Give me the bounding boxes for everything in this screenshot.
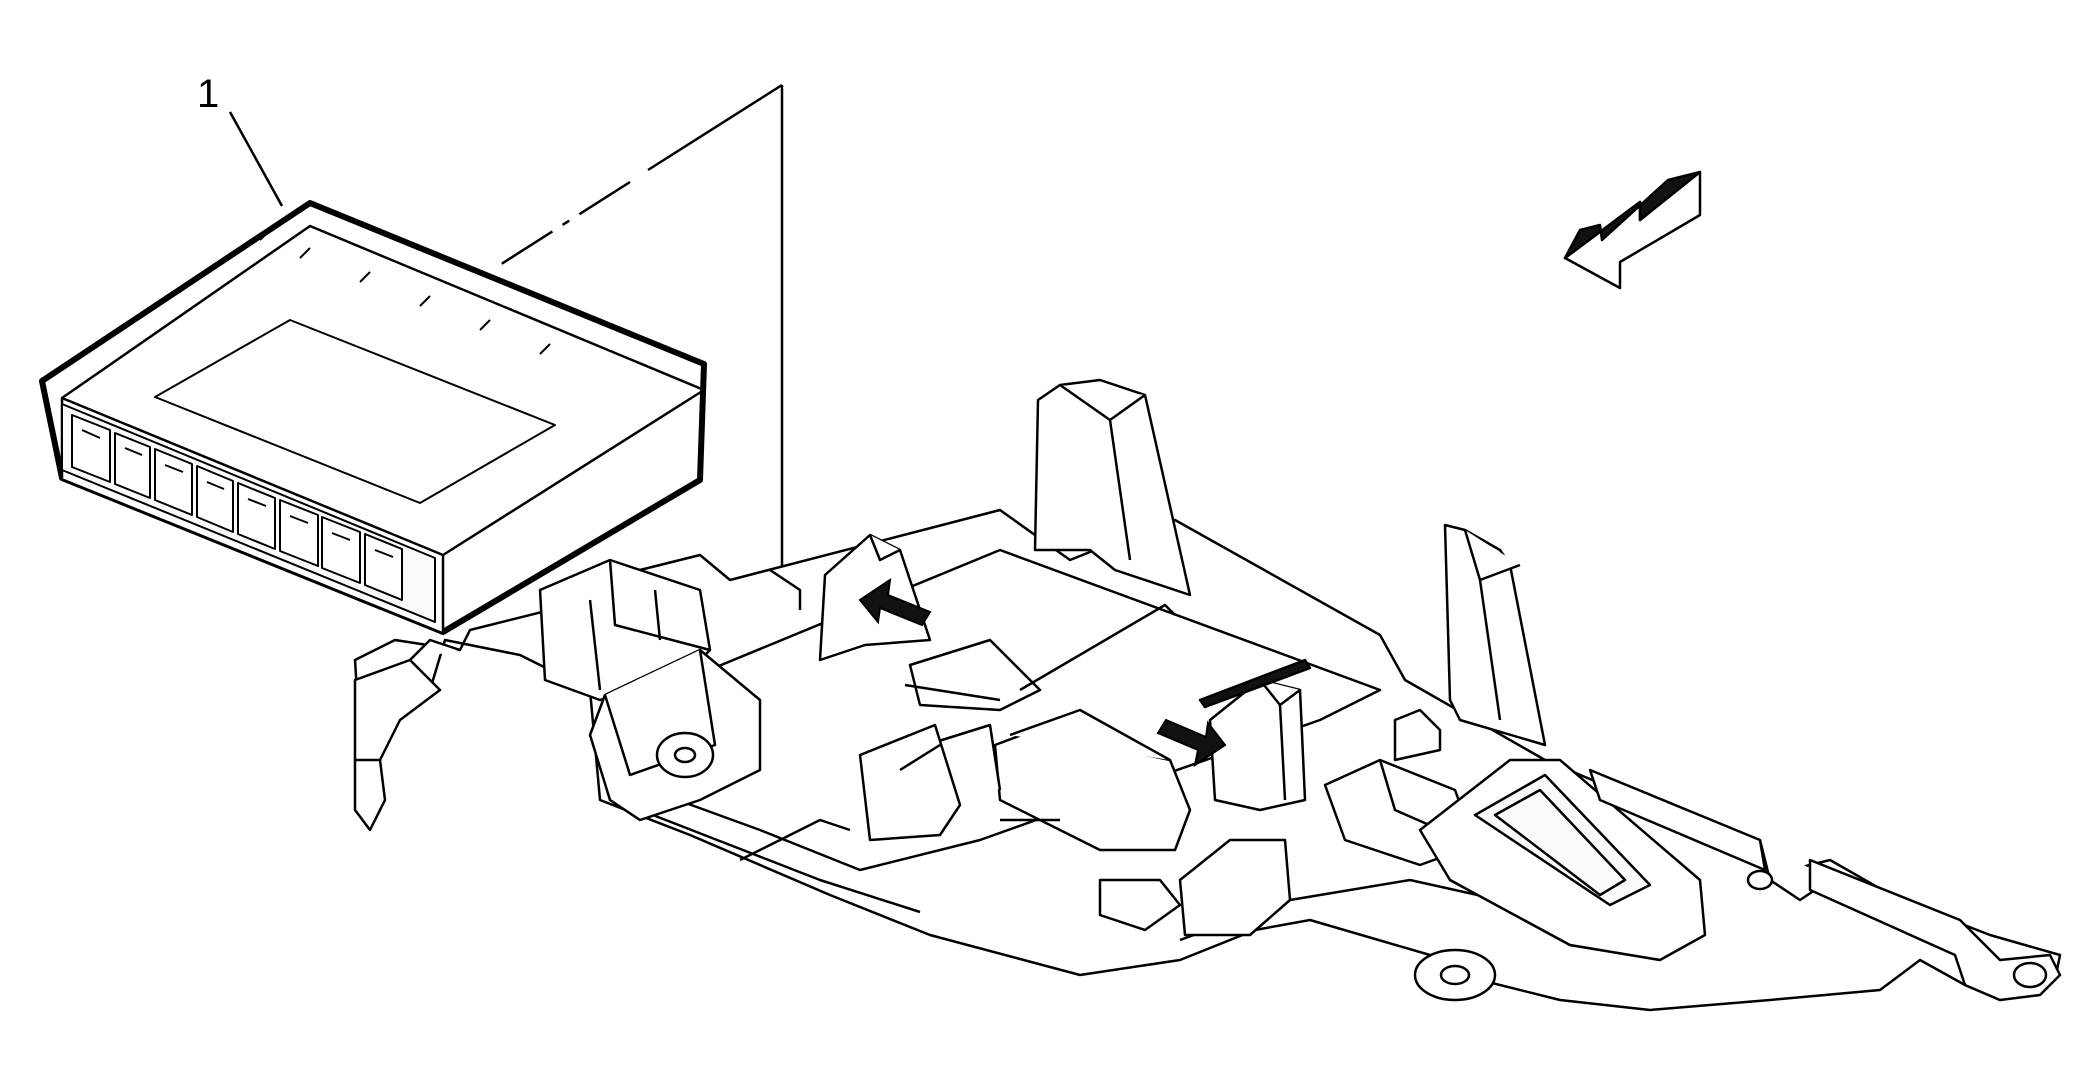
module-connector-bank bbox=[61, 403, 436, 623]
push-arrow-icon bbox=[858, 577, 932, 627]
callout-leader-line bbox=[228, 111, 284, 207]
electronic-control-module bbox=[39, 200, 707, 635]
callout-label-1: 1 bbox=[197, 72, 219, 116]
push-arrow-icon bbox=[1156, 718, 1227, 768]
front-direction-arrow-icon bbox=[1563, 170, 1702, 290]
mounting-bracket bbox=[353, 378, 2062, 1012]
